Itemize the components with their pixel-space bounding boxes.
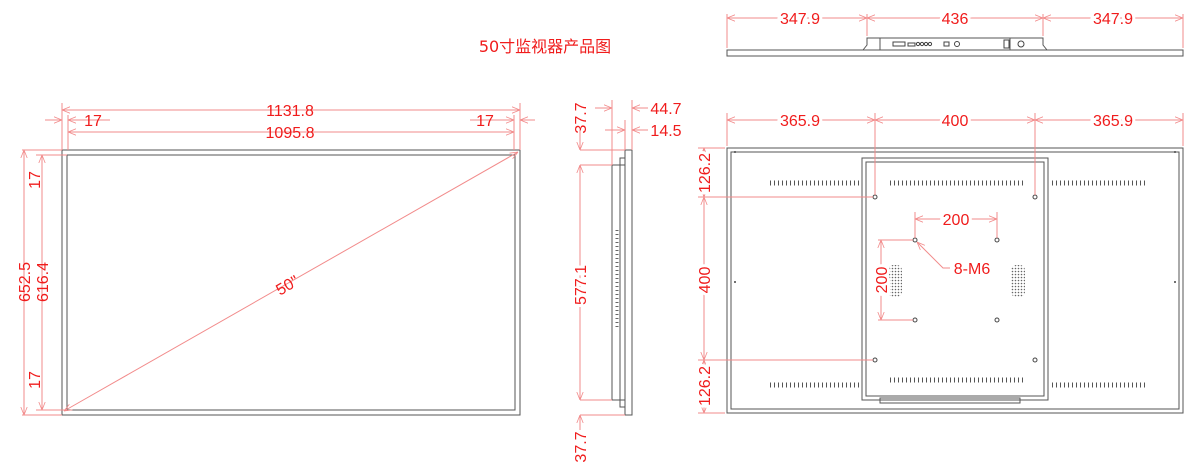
vesa-v-label: 200 — [874, 267, 891, 294]
bezel-left-label: 17 — [84, 113, 102, 130]
diagonal-line — [64, 152, 518, 411]
bezel-top-label: 17 — [27, 171, 44, 189]
top-right-label: 347.9 — [1093, 11, 1133, 28]
back-center-label: 400 — [942, 113, 969, 130]
back-right-label: 365.9 — [1093, 113, 1133, 130]
back-height-label: 577.1 — [573, 265, 590, 305]
bottom-offset-label: 37.7 — [573, 431, 590, 462]
back-v-bottom-label: 126.2 — [697, 366, 714, 406]
front-outer-frame — [61, 149, 521, 416]
top-view: 347.9 436 347.9 — [726, 8, 1184, 57]
inner-width-label: 1095.8 — [266, 125, 315, 142]
front-view: 50" 1131.8 17 17 1095.8 652.5 616.4 17 1… — [17, 103, 535, 416]
bezel-bottom-label: 17 — [27, 371, 44, 389]
back-left-label: 365.9 — [780, 113, 820, 130]
side-view: 37.7 577.1 37.7 44.7 14.5 — [570, 100, 682, 463]
top-offset-label: 37.7 — [573, 102, 590, 133]
bezel-right-label: 17 — [476, 113, 494, 130]
top-center-label: 436 — [942, 11, 969, 28]
screws-label: 8-M6 — [954, 261, 991, 278]
back-view: 365.9 400 365.9 126.2 400 126.2 200 200 … — [694, 110, 1184, 414]
drawing-title: 50寸监视器产品图 — [479, 37, 611, 56]
vesa-h-label: 200 — [943, 212, 970, 229]
diagonal-label: 50" — [273, 273, 302, 299]
overall-width-label: 1131.8 — [266, 103, 314, 120]
inner-height-label: 616.4 — [35, 262, 52, 302]
back-v-top-label: 126.2 — [697, 153, 714, 193]
top-left-label: 347.9 — [780, 11, 820, 28]
depth-total-label: 44.7 — [650, 101, 681, 118]
overall-height-label: 652.5 — [17, 262, 34, 302]
depth-front-label: 14.5 — [650, 123, 681, 140]
back-v-center-label: 400 — [697, 267, 714, 294]
